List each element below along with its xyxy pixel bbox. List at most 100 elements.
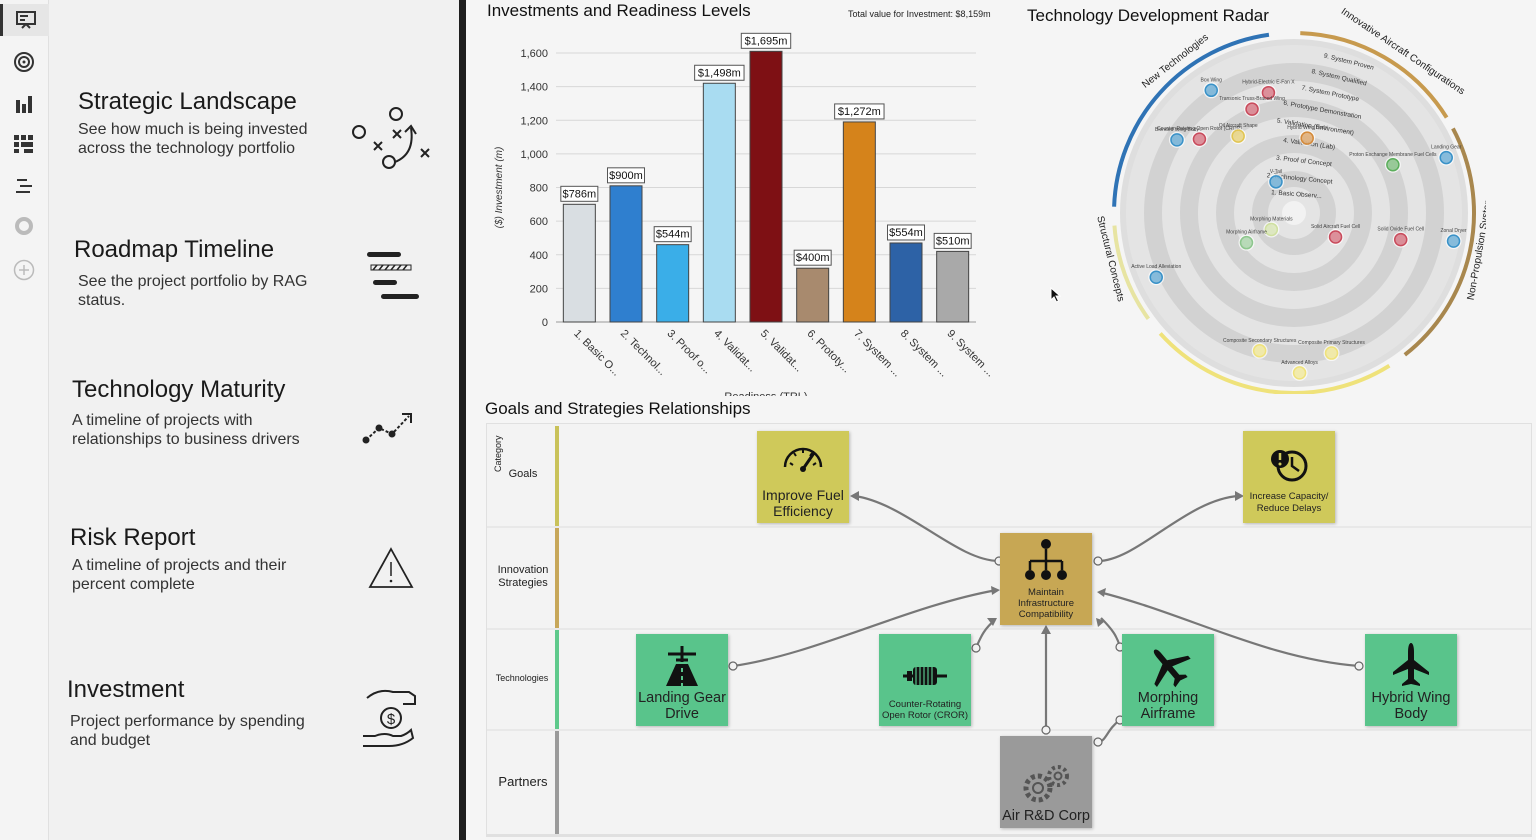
bar[interactable] (842, 121, 876, 323)
add-icon[interactable] (8, 254, 40, 286)
radar-blip[interactable] (1292, 366, 1307, 380)
radar-blip[interactable] (1239, 235, 1254, 250)
clock-alert-icon (1271, 450, 1308, 482)
radar-blip[interactable] (1324, 346, 1339, 360)
bar-chart-icon[interactable] (8, 88, 40, 120)
radar-blip-label: Morphing Airframe (1226, 230, 1267, 236)
node-cror[interactable]: Counter-Rotating Open Rotor (CROR) (879, 634, 971, 726)
radar-blip[interactable] (1252, 344, 1267, 358)
data-label: $1,695m (745, 35, 788, 47)
radar-blip[interactable] (1192, 132, 1207, 146)
data-label: $400m (796, 252, 830, 264)
y-tick-label: 1,600 (520, 48, 548, 60)
sector-arc (1403, 127, 1476, 357)
x-tick-label: 9. System ... (945, 328, 997, 380)
data-label-box (653, 226, 692, 243)
data-label: $786m (563, 188, 597, 200)
node-label: Counter-Rotating Open Rotor (CROR) (881, 699, 969, 721)
menu-item-title: Roadmap Timeline (74, 236, 275, 263)
node-hybrid-wing-body[interactable]: Hybrid Wing Body (1365, 634, 1457, 726)
x-tick-label: 6. Prototy... (805, 328, 853, 376)
bar[interactable] (656, 244, 690, 323)
menu-item-strategic-landscape[interactable]: Strategic Landscape See how much is bein… (49, 80, 459, 200)
node-label: Landing Gear Drive (638, 690, 726, 722)
radar-blip[interactable] (1264, 222, 1279, 237)
node-improve-fuel-efficiency[interactable]: Improve Fuel Efficiency (757, 431, 849, 523)
bar[interactable] (749, 50, 783, 323)
node-label: Improve Fuel Efficiency (762, 487, 844, 519)
radar-blip[interactable] (1328, 230, 1343, 244)
band-technologies: Technologies (495, 673, 549, 683)
svg-text:$: $ (387, 711, 396, 728)
node-landing-gear-drive[interactable]: Landing Gear Drive (636, 634, 728, 726)
menu-item-title: Strategic Landscape (78, 88, 297, 115)
relationship-lanes (487, 426, 1531, 836)
radar-blip[interactable] (1393, 232, 1408, 247)
radar-blip-label: Composite Primary Structures (1298, 340, 1365, 346)
x-tick-label: 2. Technol... (618, 328, 668, 378)
target-icon[interactable] (8, 46, 40, 78)
radar-blip[interactable] (1204, 83, 1218, 98)
band-innovation-strategies: Innovation Strategies (497, 564, 549, 589)
data-label-box (740, 32, 792, 49)
data-label-box (560, 185, 599, 202)
node-maintain-infrastructure[interactable]: Maintain Infrastructure Compatibility (1000, 533, 1092, 625)
menu-item-investment[interactable]: Investment Project performance by spendi… (49, 668, 459, 788)
menu-item-technology-maturity[interactable]: Technology Maturity A timeline of projec… (49, 368, 459, 488)
trend-line-icon (361, 410, 417, 451)
data-label: $554m (889, 227, 923, 239)
x-axis-label: Readiness (TRL) (724, 391, 807, 396)
bar[interactable] (609, 185, 643, 323)
category-header-label: Category (493, 435, 503, 472)
y-tick-label: 1,000 (520, 149, 548, 161)
node-label: Morphing Airframe (1137, 690, 1199, 722)
x-tick-label: 1. Basic O... (571, 328, 622, 379)
data-label: $544m (656, 229, 690, 241)
radar-blip[interactable] (1439, 150, 1453, 165)
runway-plane-icon (666, 646, 698, 686)
radar-blip[interactable] (1245, 102, 1259, 116)
node-air-rd-corp[interactable]: Air R&D Corp (1000, 736, 1092, 828)
radar-blip[interactable] (1386, 158, 1400, 172)
circle-icon[interactable] (8, 210, 40, 242)
sector-arc (1300, 31, 1449, 119)
presentation-icon[interactable] (0, 4, 49, 36)
radar-blip[interactable] (1170, 133, 1184, 147)
money-hands-icon: $ (359, 686, 419, 755)
bar[interactable] (562, 203, 596, 323)
hierarchy-icon (1025, 539, 1067, 580)
data-label-box (887, 224, 925, 241)
radar-blip-label: Zonal Dryer (1440, 228, 1466, 234)
grid-icon[interactable] (8, 128, 40, 160)
bar[interactable] (936, 250, 970, 323)
strategy-play-icon (349, 104, 435, 179)
radar-blip[interactable] (1231, 129, 1245, 143)
radar-blip-label: Hybrid Wing Body (1287, 125, 1328, 131)
data-label-box (933, 232, 972, 249)
investments-chart-title: Investments and Readiness Levels (487, 1, 751, 20)
radar-blip[interactable] (1446, 234, 1461, 248)
menu-item-description: Project performance by spending and budg… (70, 713, 305, 749)
mouse-cursor-icon (1050, 286, 1062, 308)
roadmap-icon[interactable] (8, 170, 40, 202)
radar-blip[interactable] (1149, 270, 1163, 284)
menu-item-risk-report[interactable]: Risk Report A timeline of projects and t… (49, 516, 459, 636)
bar[interactable] (796, 267, 830, 323)
menu-item-roadmap-timeline[interactable]: Roadmap Timeline See the project portfol… (49, 228, 459, 348)
radar-blip[interactable] (1261, 85, 1276, 100)
radar-blip[interactable] (1300, 131, 1314, 145)
gears-icon (1023, 765, 1069, 803)
node-morphing-airframe[interactable]: Morphing Airframe (1122, 634, 1214, 726)
investment-total: Total value for Investment: $8,159m (848, 9, 991, 19)
bar[interactable] (702, 82, 736, 323)
bar[interactable] (889, 242, 923, 323)
menu-item-description: A timeline of projects and their percent… (72, 557, 287, 593)
sector-arc (1112, 32, 1270, 207)
radar-blip[interactable] (1269, 175, 1283, 189)
y-tick-label: 800 (530, 183, 548, 195)
x-tick-label: 4. Validat... (711, 328, 758, 375)
main-dashboard: Investments and Readiness Levels Total v… (466, 0, 1536, 840)
node-increase-capacity[interactable]: Increase Capacity/ Reduce Delays (1243, 431, 1335, 523)
node-label: Air R&D Corp (1002, 808, 1090, 824)
